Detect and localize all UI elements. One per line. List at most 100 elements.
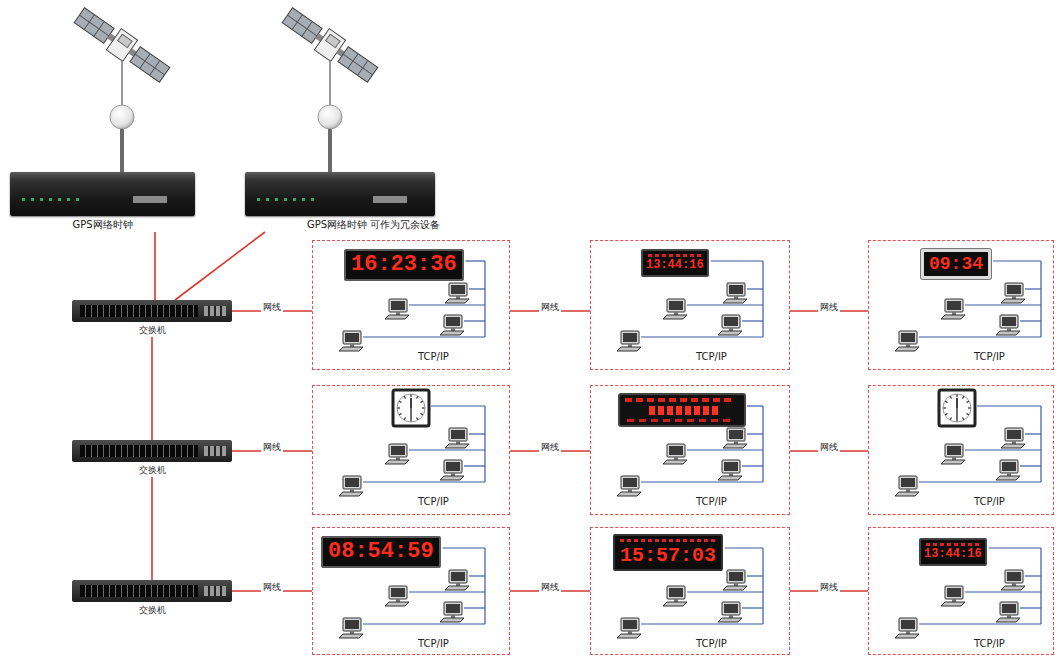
lan-wire — [1040, 261, 1041, 337]
monitor-screen — [391, 588, 405, 597]
computer-icon — [723, 570, 747, 590]
lan-wire — [484, 406, 485, 482]
switch-ports — [80, 305, 198, 317]
protocol-label: TCP/IP — [418, 496, 449, 507]
led-segment — [723, 419, 730, 422]
monitor-screen — [345, 478, 359, 487]
lan-wire — [762, 406, 763, 482]
network-cable — [154, 232, 156, 300]
device-label: GPS网络时钟 可作为冗余设备 — [245, 218, 440, 232]
clock-tick — [410, 395, 411, 398]
cable-label-holder: 网线 — [261, 575, 283, 594]
monitor-screen — [729, 430, 743, 439]
cable-label-holder: 网线 — [818, 575, 840, 594]
led-segment — [699, 419, 706, 422]
analog-clock — [939, 390, 975, 426]
lan-wire — [409, 591, 485, 592]
terminal-group-box: TCP/IP09:34 — [868, 240, 1054, 370]
front-panel-label — [373, 196, 407, 203]
lan-wire — [464, 320, 485, 321]
protocol-label: TCP/IP — [418, 638, 449, 649]
terminal-group-box: TCP/IP13:44:16 — [868, 527, 1054, 655]
lan-wire — [965, 304, 1041, 305]
lan-wire — [1020, 465, 1041, 466]
gps-network-clock: GPS网络时钟 可作为冗余设备 — [245, 172, 440, 232]
switch-chassis — [72, 300, 232, 322]
lan-wire — [747, 433, 763, 434]
lan-wire — [469, 288, 485, 289]
monitor-screen — [451, 572, 465, 581]
computer-icon — [941, 586, 965, 606]
terminal-group-box: TCP/IP — [312, 385, 510, 515]
keyboard — [617, 347, 641, 351]
keyboard — [718, 618, 742, 622]
monitor — [899, 331, 917, 344]
clock-hand — [956, 408, 957, 419]
computer-icon — [895, 476, 919, 496]
monitor — [389, 299, 407, 312]
network-switch: 交换机 — [72, 580, 232, 617]
computer-icon — [718, 602, 742, 622]
computer-icon — [339, 476, 363, 496]
monitor — [722, 315, 740, 328]
keyboard — [445, 299, 469, 303]
lan-wire — [363, 623, 485, 624]
computer-icon — [663, 444, 687, 464]
cable-label: 网线 — [539, 301, 561, 314]
network-switch: 交换机 — [72, 440, 232, 477]
keyboard — [723, 299, 747, 303]
network-illustration — [591, 386, 791, 516]
computer-icon — [339, 331, 363, 351]
computer-icon — [723, 428, 747, 448]
lan-wire — [431, 405, 485, 406]
lan-wire — [742, 607, 763, 608]
lan-wire — [409, 449, 485, 450]
lan-wire — [363, 336, 485, 337]
lan-wire — [641, 336, 763, 337]
keyboard — [440, 618, 464, 622]
led-segment — [713, 398, 720, 402]
computer-icon — [663, 586, 687, 606]
lan-wire — [989, 547, 1041, 548]
clock-tick — [422, 407, 425, 408]
lan-wire — [1025, 433, 1041, 434]
monitor-screen — [623, 478, 637, 487]
clock-display: 08:54:59 — [321, 536, 441, 568]
clock-tick — [950, 396, 951, 398]
terminal-group-box: TCP/IP13:44:16 — [590, 240, 790, 370]
lan-wire — [965, 591, 1041, 592]
lan-wire — [965, 449, 1041, 450]
monitor-screen — [623, 333, 637, 342]
keyboard — [385, 315, 409, 319]
clock-digits: 09:34 — [929, 255, 983, 273]
lan-wire — [1020, 607, 1041, 608]
clock-hand — [410, 408, 411, 419]
monitor-screen — [345, 620, 359, 629]
monitor — [444, 602, 462, 615]
keyboard — [718, 476, 742, 480]
computer-icon — [440, 602, 464, 622]
led-segment — [667, 406, 673, 415]
keyboard — [339, 347, 363, 351]
monitor — [722, 460, 740, 473]
lan-wire — [1040, 406, 1041, 482]
monitor — [667, 444, 685, 457]
computer-icon — [941, 444, 965, 464]
computer-icon — [723, 283, 747, 303]
monitor-screen — [1002, 462, 1016, 471]
monitor — [621, 331, 639, 344]
lan-wire — [762, 548, 763, 624]
monitor-screen — [901, 333, 915, 342]
clock-tick — [963, 396, 964, 398]
keyboard — [1001, 586, 1025, 590]
switch-chassis — [72, 580, 232, 602]
lan-wire — [742, 465, 763, 466]
computer-icon — [445, 570, 469, 590]
led-segment — [694, 406, 700, 415]
clock-tick — [944, 407, 947, 408]
display-indicator-row — [620, 539, 716, 542]
led-segment — [669, 398, 676, 402]
computer-icon — [445, 283, 469, 303]
network-cable — [151, 337, 153, 440]
led-segment — [627, 419, 634, 422]
